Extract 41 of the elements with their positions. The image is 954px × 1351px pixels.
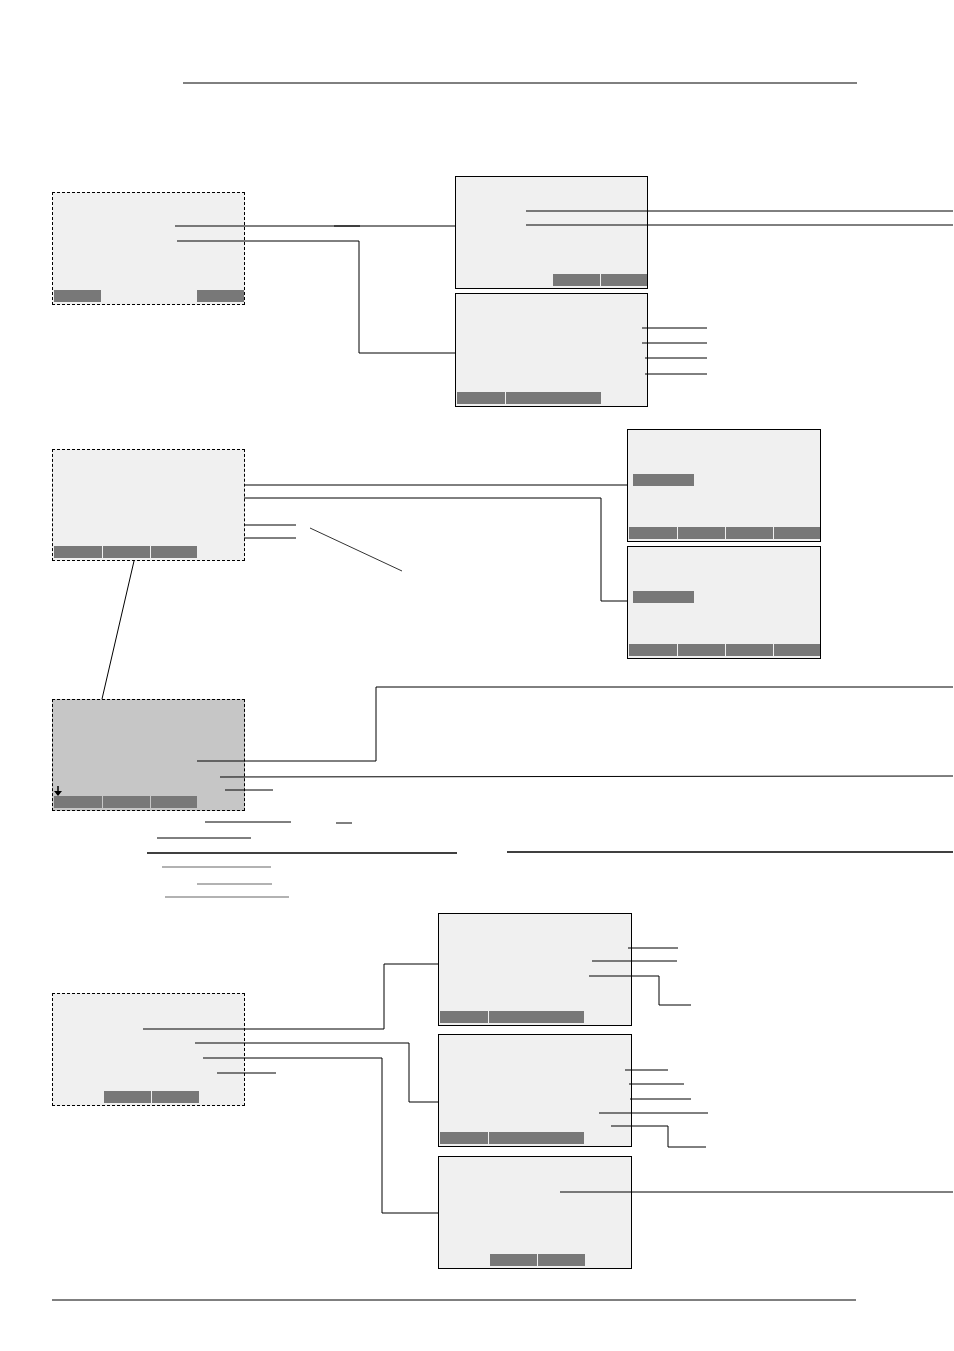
display-screen: [52, 993, 245, 1106]
display-screen: [438, 913, 632, 1026]
connector-line: [176, 240, 456, 354]
connector-line: [174, 225, 456, 227]
connector-line: [243, 497, 628, 602]
connector-line: [101, 560, 135, 700]
connector-line: [243, 484, 628, 486]
leader-line: [641, 327, 708, 329]
connector-line: [142, 963, 439, 1030]
leader-line: [559, 1191, 954, 1193]
display-screen: [52, 192, 245, 305]
display-screen: [627, 429, 821, 542]
display-screen: [52, 699, 245, 811]
display-screen: [627, 546, 821, 659]
display-screen: [438, 1156, 632, 1269]
leader-line: [641, 342, 708, 344]
display-screen: [455, 293, 648, 407]
leader-line: [196, 686, 954, 762]
leader-line: [219, 775, 954, 778]
leader-line: [216, 1072, 277, 1074]
leader-line: [629, 1098, 692, 1100]
leader-line: [525, 210, 954, 212]
leader-line: [243, 537, 297, 539]
leader-line: [624, 1069, 669, 1071]
leader-line: [591, 960, 678, 962]
leader-line: [628, 1083, 685, 1085]
display-screen: [52, 449, 245, 561]
leader-line: [588, 975, 692, 1006]
leader-line: [610, 1125, 707, 1148]
leader-line: [525, 224, 954, 226]
leader-line: [598, 1112, 709, 1114]
leader-line: [644, 357, 708, 359]
connector-line: [194, 1042, 439, 1103]
leader-line: [644, 373, 708, 375]
leader-line: [204, 821, 292, 823]
leader-line: [243, 524, 297, 526]
display-screen: [455, 176, 648, 289]
display-screen: [438, 1034, 632, 1147]
leader-line: [224, 789, 274, 791]
connector-line: [202, 1057, 439, 1214]
leader-line: [627, 947, 679, 949]
